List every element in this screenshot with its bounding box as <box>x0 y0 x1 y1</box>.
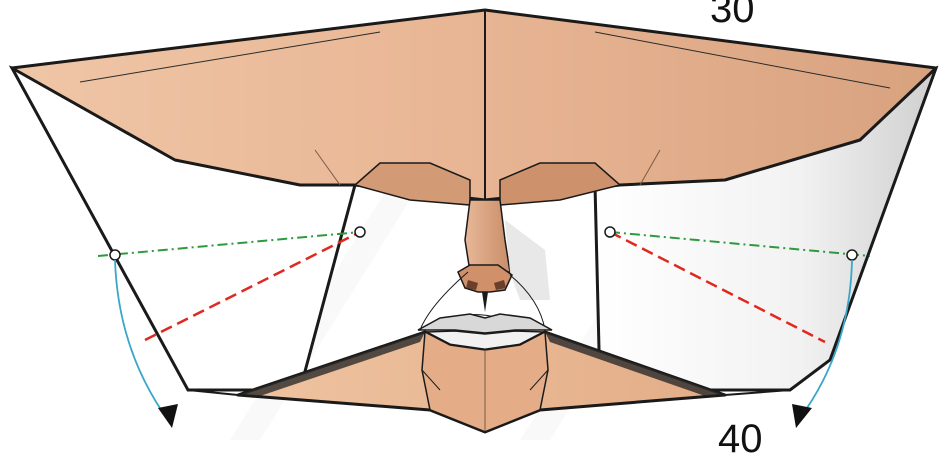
angle-label-top: 30 <box>710 0 755 31</box>
nose-bridge <box>465 200 510 272</box>
edge-point-right <box>847 250 857 260</box>
eye-point-right <box>605 227 615 237</box>
philtrum-tip <box>482 292 488 312</box>
edge-point-left <box>110 250 120 260</box>
nose-shadow <box>505 220 550 300</box>
angle-label-bottom: 40 <box>718 417 763 457</box>
arrow-head-right <box>792 404 812 428</box>
upper-lip <box>418 314 552 333</box>
eye-point-left <box>355 227 365 237</box>
arrow-head-left <box>158 404 178 428</box>
